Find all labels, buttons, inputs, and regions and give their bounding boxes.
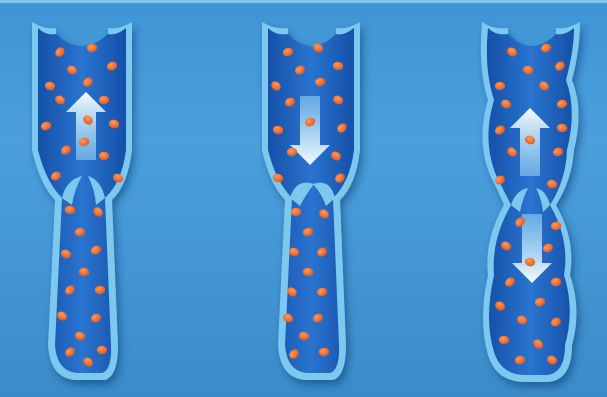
vein-lumen (487, 28, 574, 375)
vein-panel-closed-valve (262, 22, 360, 380)
top-highlight (0, 0, 607, 3)
vein-panel-varicose (481, 22, 580, 382)
vein-panel-open-valve (32, 22, 132, 380)
blood-cell (291, 208, 301, 216)
